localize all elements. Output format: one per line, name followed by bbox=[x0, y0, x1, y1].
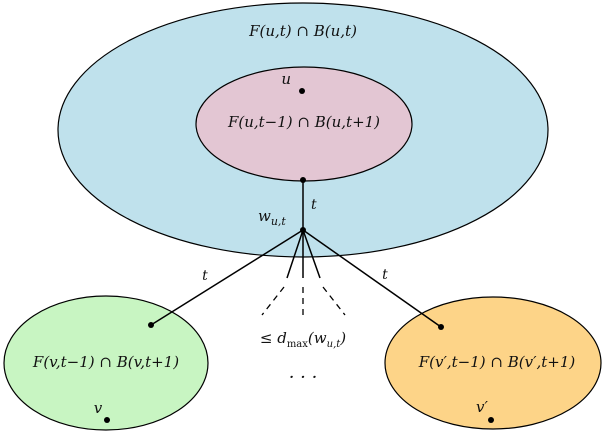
left-set-label: F(v,t−1) ∩ B(v,t+1) bbox=[32, 353, 179, 371]
node-vprime-dot bbox=[488, 417, 494, 423]
outer-set-label: F(u,t) ∩ B(u,t) bbox=[248, 22, 357, 40]
right-set-ellipse bbox=[384, 296, 602, 430]
edge-w-neighbor-dashed-3 bbox=[322, 286, 346, 316]
edge-top-label: t bbox=[311, 197, 317, 213]
node-vprime-label: v′ bbox=[476, 398, 488, 416]
node-w-sub: u,t bbox=[271, 215, 287, 228]
node-u-label: u bbox=[281, 70, 291, 88]
degree-bound-label: ≤ dmax(wu,t) bbox=[260, 329, 346, 350]
ellipsis-label: · · · bbox=[289, 367, 318, 388]
edge-right-label: t bbox=[382, 267, 388, 283]
edge-w-neighbor-dashed-1 bbox=[261, 286, 285, 316]
inner-set-label: F(u,t−1) ∩ B(u,t+1) bbox=[227, 113, 380, 131]
right-set-label: F(v′,t−1) ∩ B(v′,t+1) bbox=[418, 353, 576, 371]
node-w-base: w bbox=[258, 207, 271, 225]
node-u-dot bbox=[299, 88, 305, 94]
node-left-boundary-dot bbox=[148, 322, 154, 328]
node-v-dot bbox=[104, 417, 110, 423]
left-set-ellipse bbox=[3, 295, 209, 431]
edge-w-to-right bbox=[302, 229, 442, 328]
node-v-label: v bbox=[94, 399, 103, 417]
degree-bound-arg-sub: u,t bbox=[327, 339, 342, 350]
edge-w-to-left bbox=[150, 229, 304, 326]
edge-left-label: t bbox=[202, 268, 208, 284]
degree-bound-close: ) bbox=[339, 329, 346, 347]
edge-w-neighbor-solid-1 bbox=[286, 229, 304, 279]
node-w-label: wu,t bbox=[258, 207, 286, 228]
degree-bound-sub: max bbox=[287, 339, 308, 350]
degree-bound-prefix: ≤ d bbox=[260, 329, 287, 347]
edge-w-neighbor-solid-3 bbox=[302, 229, 321, 279]
node-right-boundary-dot bbox=[438, 324, 444, 330]
degree-bound-suffix: (w bbox=[308, 329, 327, 347]
node-inner-boundary-dot bbox=[300, 177, 306, 183]
